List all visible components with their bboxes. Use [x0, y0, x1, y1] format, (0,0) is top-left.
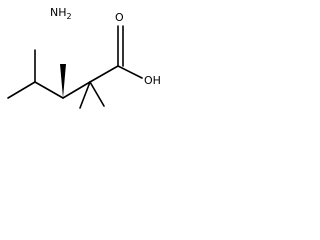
amine-label: NH2 — [50, 6, 72, 21]
bond-c1-oh — [117, 65, 143, 79]
amine-subscript: 2 — [67, 12, 72, 21]
wedge-bond-c3-n — [60, 64, 66, 98]
bond-c4-c3 — [34, 81, 64, 99]
bond-c2-methyl-a — [79, 81, 91, 109]
bond-c2-c1 — [89, 65, 119, 83]
structure-canvas: NH2 O OH — [0, 0, 194, 112]
amine-text: NH — [50, 6, 67, 19]
bond-c3-c2 — [62, 81, 91, 99]
hydroxyl-label: OH — [144, 74, 161, 87]
bond-c5-c4 — [7, 81, 36, 99]
skeletal-formula: NH2 O OH — [7, 6, 161, 109]
carbonyl-oxygen-label: O — [115, 11, 124, 24]
bond-c2-methyl-b — [89, 81, 105, 107]
